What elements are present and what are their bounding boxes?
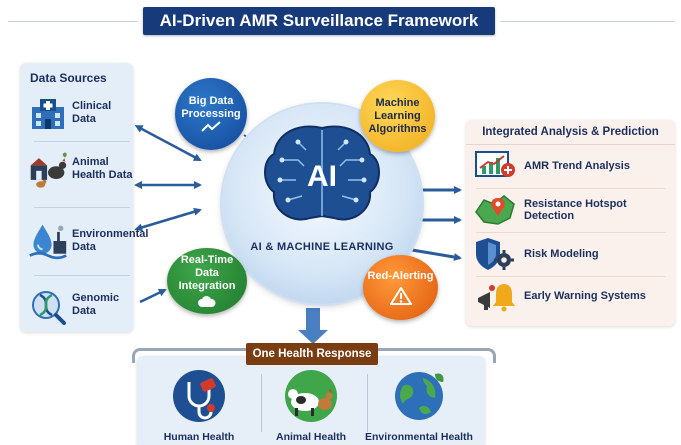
data-sources-panel: Data Sources Clinical Data Animal Health… [20,63,148,332]
divider [34,141,130,142]
source-clinical: Clinical Data [26,93,134,133]
cow-chicken-icon [285,370,337,422]
analysis-header: Integrated Analysis & Prediction [466,120,675,145]
analysis-panel: Integrated Analysis & Prediction AMR Tre… [466,120,675,326]
response-environmental-label: Environmental Health [365,431,473,443]
analysis-risk: Risk Modeling [474,234,670,274]
response-human-label: Human Health [163,431,235,443]
realtime-bubble: Real-Time Data Integration [167,248,247,314]
trend-line-icon [201,121,221,132]
farm-animals-icon [30,152,67,188]
dna-icon [32,291,66,325]
analysis-trend-label: AMR Trend Analysis [524,160,630,172]
divider [34,207,130,208]
water-drop-factory-icon [29,224,67,260]
divider [34,275,130,276]
brain-circuit-icon: AI [264,125,380,221]
analysis-warning-label: Early Warning Systems [524,290,646,302]
analysis-trend: AMR Trend Analysis [474,146,670,186]
source-environmental-label: Environmental Data [72,228,149,253]
divider [367,374,368,432]
response-animal: Animal Health [255,368,367,443]
title-rule-left [8,21,138,22]
big-data-bubble: Big Data Processing [175,78,247,150]
response-header: One Health Response [246,343,378,365]
shield-gear-icon [476,238,514,270]
globe-plant-icon [395,372,444,420]
response-panel: Human Health Animal Health Environmental… [137,356,485,445]
analysis-hotspot-label: Resistance Hotspot Detection [524,198,627,222]
divider [261,374,262,432]
analysis-risk-label: Risk Modeling [524,248,599,260]
response-animal-label: Animal Health [275,431,346,443]
big-data-label: Big Data Processing [181,95,241,120]
response-human: Human Health [143,368,255,443]
source-clinical-label: Clinical Data [72,100,112,125]
source-genomic-label: Genomic Data [72,292,120,317]
alerting-bubble: Red-Alerting [363,255,438,320]
source-animal: Animal Health Data [26,149,134,189]
hospital-icon [32,99,64,129]
source-environmental: Environmental Data [26,221,148,261]
alerting-label: Red-Alerting [367,270,434,282]
divider [476,276,666,277]
stethoscope-icon [173,370,225,422]
analysis-hotspot: Resistance Hotspot Detection [474,190,670,230]
map-pin-icon [475,195,515,225]
realtime-label: Real-Time Data Integration [178,254,236,292]
ml-bubble: Machine Learning Algorithms [360,80,435,152]
trend-chart-icon [475,151,515,177]
alarm-bell-icon [478,284,515,312]
source-genomic: Genomic Data [26,285,134,325]
source-animal-label: Animal Health Data [72,156,133,181]
divider [476,188,666,189]
warning-icon [389,287,412,305]
response-environmental: Environmental Health [363,368,475,443]
ai-core-text: AI [307,160,337,193]
data-sources-header: Data Sources [30,71,107,85]
ml-label: Machine Learning Algorithms [368,96,427,135]
title-rule-right [500,21,675,22]
page-title: AI-Driven AMR Surveillance Framework [143,7,495,35]
analysis-warning: Early Warning Systems [474,276,670,316]
divider [476,232,666,233]
hub-label: AI & MACHINE LEARNING [250,241,394,253]
cloud-icon [198,296,216,307]
